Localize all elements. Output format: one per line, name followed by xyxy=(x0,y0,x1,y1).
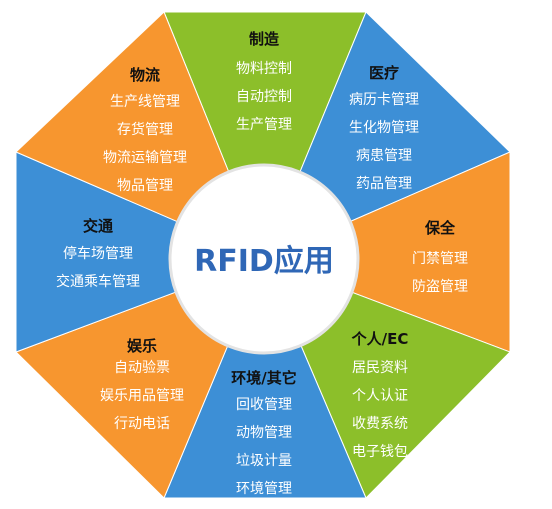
sector-personal-ec-item: 电子钱包 xyxy=(352,444,408,460)
sector-entertainment-item: 娱乐用品管理 xyxy=(100,388,184,404)
sector-medical-title: 医疗 xyxy=(369,64,399,82)
center-circle xyxy=(168,163,360,355)
sector-environment-other-title: 环境/其它 xyxy=(231,369,296,387)
sector-security-title: 保全 xyxy=(424,219,456,237)
sector-logistics-item: 生产线管理 xyxy=(110,94,180,110)
sector-logistics-item: 存货管理 xyxy=(117,121,173,138)
sector-transportation-item: 停车场管理 xyxy=(63,245,133,262)
sector-personal-ec-item: 收费系统 xyxy=(352,416,408,432)
sector-manufacturing-item: 自动控制 xyxy=(236,89,292,105)
sector-environment-other-item: 回收管理 xyxy=(236,397,292,413)
sector-entertainment-item: 自动验票 xyxy=(114,360,170,376)
sector-transportation-item: 交通乘车管理 xyxy=(56,273,140,290)
sector-logistics-title: 物流 xyxy=(130,66,160,84)
sector-personal-ec-title: 个人/EC xyxy=(351,330,409,348)
sector-logistics-item: 物流运输管理 xyxy=(103,150,187,166)
sector-medical-item: 病患管理 xyxy=(356,148,412,164)
sector-transportation-title: 交通 xyxy=(83,217,113,235)
sector-medical-item: 生化物管理 xyxy=(349,120,419,136)
sector-personal-ec-item: 个人认证 xyxy=(352,388,408,404)
sector-entertainment-item: 行动电话 xyxy=(114,416,170,432)
sector-medical-item: 病历卡管理 xyxy=(349,92,419,108)
sector-logistics-item: 物品管理 xyxy=(117,178,173,194)
center-label: RFID应用 xyxy=(194,244,334,279)
sector-environment-other-item: 垃圾计量 xyxy=(236,453,292,469)
sector-entertainment-title: 娱乐 xyxy=(127,337,157,355)
sector-security-item: 门禁管理 xyxy=(412,251,468,267)
sector-manufacturing-item: 物料控制 xyxy=(236,61,292,77)
sector-environment-other-item: 动物管理 xyxy=(236,425,292,441)
sector-personal-ec-item: 居民资料 xyxy=(352,360,408,376)
sector-manufacturing-item: 生产管理 xyxy=(236,117,292,133)
sector-environment-other-item: 环境管理 xyxy=(236,481,292,497)
sector-security-item: 防盗管理 xyxy=(412,279,468,295)
sector-manufacturing-title: 制造 xyxy=(249,30,279,48)
sector-medical-item: 药品管理 xyxy=(356,176,412,192)
